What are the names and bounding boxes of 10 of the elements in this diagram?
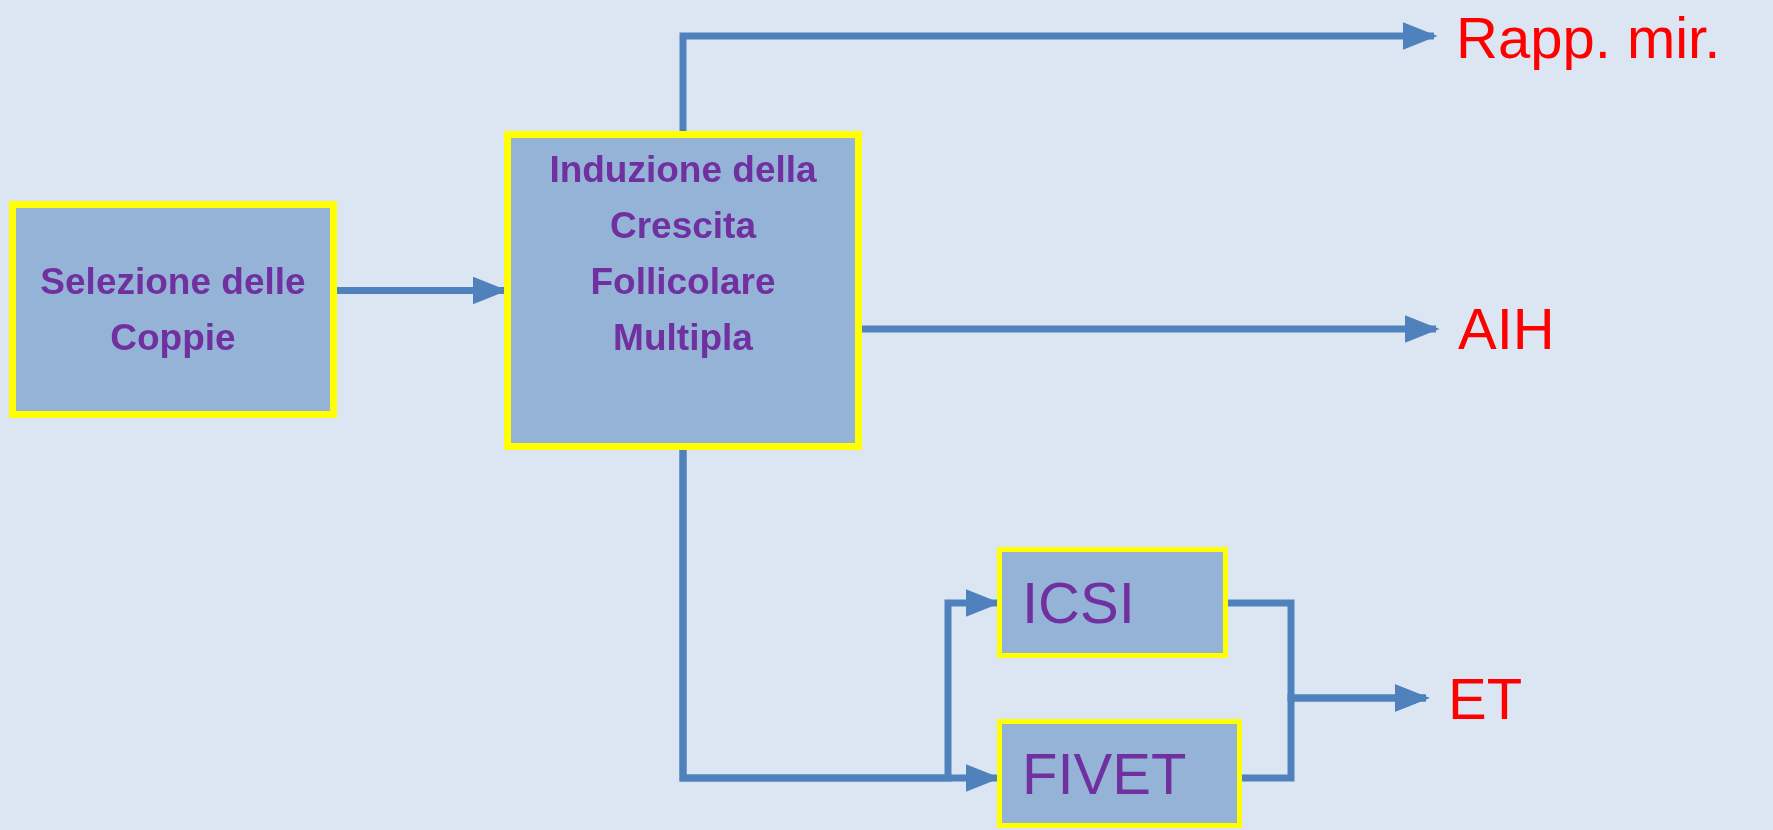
outcome-label: Rapp. mir. [1440, 6, 1765, 70]
arrow [1242, 684, 1430, 782]
process-box: Induzione della Crescita Follicolare Multipla [504, 131, 862, 450]
outcome-label: ET [1432, 666, 1542, 732]
process-box: FIVET [997, 719, 1242, 828]
process-box: Selezione delle Coppie [9, 201, 337, 418]
arrow [862, 315, 1440, 343]
process-box: ICSI [997, 547, 1228, 658]
arrow [679, 22, 1438, 131]
outcome-label: AIH [1442, 296, 1602, 362]
